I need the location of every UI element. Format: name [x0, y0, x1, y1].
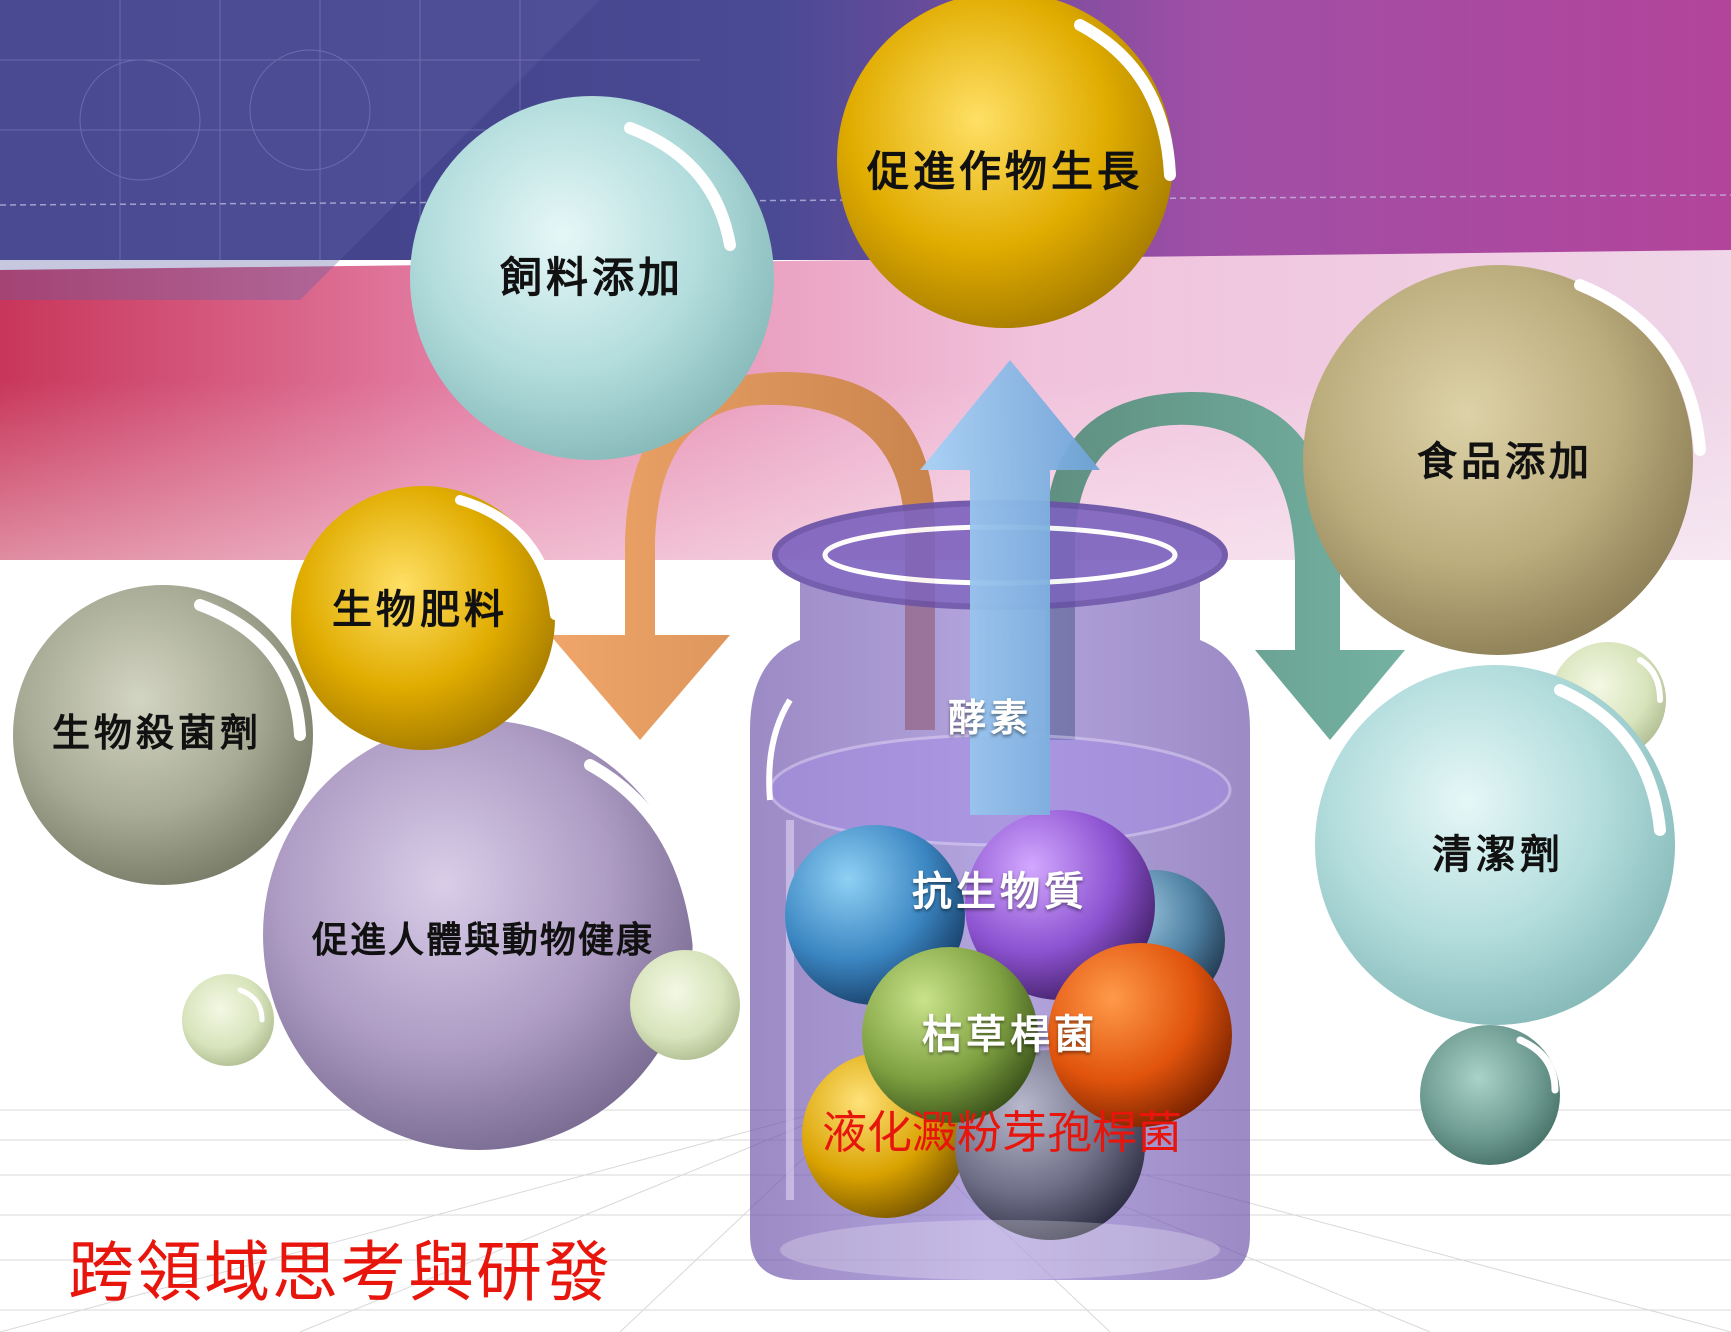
label-crop: 促進作物生長	[866, 147, 1144, 196]
label-biocide: 生物殺菌劑	[51, 710, 263, 755]
sphere-green	[862, 947, 1038, 1123]
bubble-food	[1303, 265, 1706, 655]
sphere-orange	[1048, 943, 1232, 1127]
bubble-biocide	[13, 585, 313, 885]
label-subtilis: 枯草桿菌	[922, 1011, 1098, 1058]
arrow-orange	[550, 371, 935, 740]
bubble-small-pale-left	[182, 974, 274, 1066]
arrow-blue	[920, 360, 1100, 815]
label-health: 促進人體與動物健康	[311, 919, 655, 961]
bubble-small-pale-mid	[630, 950, 740, 1060]
bubble-small-teal-right	[1420, 1025, 1560, 1165]
label-biofert: 生物肥料	[332, 586, 508, 633]
label-enzyme: 酵素	[947, 695, 1033, 740]
label-amyloliquefaciens: 液化澱粉芽孢桿菌	[822, 1106, 1183, 1159]
label-feed: 飼料添加	[499, 253, 685, 302]
bubble-health	[263, 720, 706, 1150]
label-food: 食品添加	[1417, 438, 1593, 485]
bubble-feed	[410, 96, 774, 460]
bubble-cleaner	[1315, 665, 1675, 1025]
slide-title: 跨領域思考與研發	[68, 1234, 612, 1311]
label-cleaner: 清潔劑	[1432, 831, 1564, 878]
bubble-biofert	[291, 486, 560, 750]
bubble-crop	[837, 0, 1176, 328]
label-antibiotic: 抗生物質	[912, 868, 1088, 915]
